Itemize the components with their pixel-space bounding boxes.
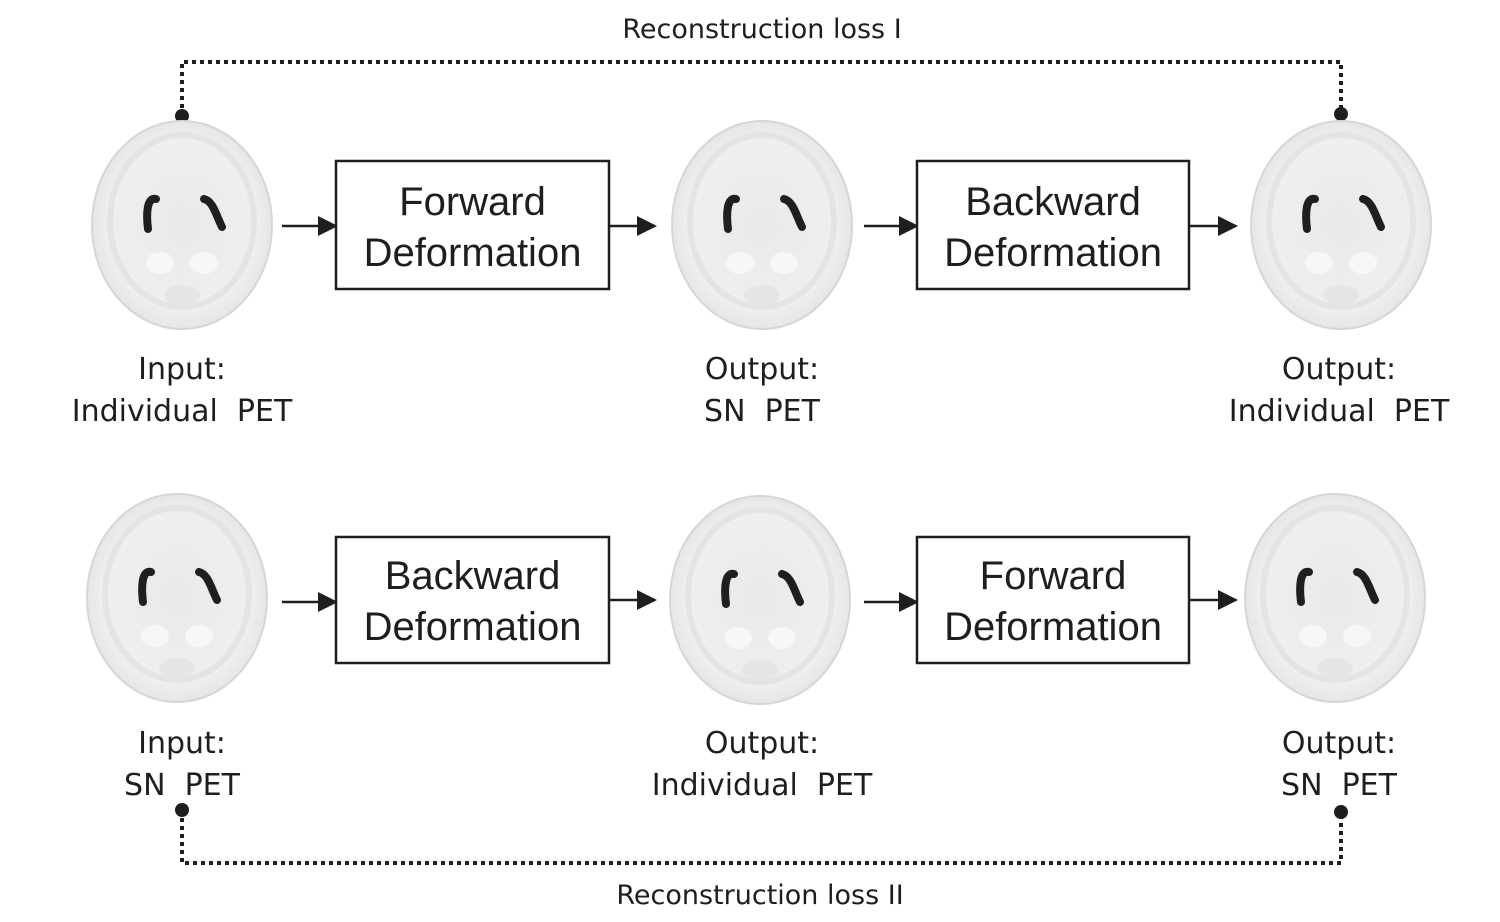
bottom-input-caption-line2: SN PET (124, 768, 241, 803)
connector-dot (1334, 107, 1348, 121)
bottom-input-brain-image (87, 494, 267, 702)
block-label-line2: Deformation (944, 605, 1162, 649)
connector-dot (1334, 805, 1348, 819)
reconstruction-loss-2-connector (175, 803, 1348, 865)
bottom-middle-caption-line1: Output: (705, 726, 819, 761)
reconstruction-loss-2-label: Reconstruction loss II (616, 880, 903, 911)
top-output-caption-line1: Output: (1282, 352, 1396, 387)
block-label-line1: Backward (965, 180, 1141, 224)
block-label-line1: Backward (385, 554, 561, 598)
top-middle-caption-line2: SN PET (704, 394, 821, 429)
block-label-line2: Deformation (364, 231, 582, 275)
top-input-brain-image (92, 121, 272, 329)
bottom-output-caption-line2: SN PET (1281, 768, 1398, 803)
bottom-forward-deformation-block: Forward Deformation (915, 535, 1191, 665)
bottom-output-caption-line1: Output: (1282, 726, 1396, 761)
bottom-output-brain-image (1245, 494, 1425, 702)
block-label-line1: Forward (980, 554, 1127, 598)
top-output-brain-image (1251, 121, 1431, 329)
bottom-middle-caption-line2: Individual PET (652, 768, 873, 803)
block-label-line2: Deformation (944, 231, 1162, 275)
bottom-middle-brain-image (670, 496, 850, 704)
top-output-caption-line2: Individual PET (1229, 394, 1450, 429)
block-label-line1: Forward (399, 180, 546, 224)
block-label-line2: Deformation (364, 605, 582, 649)
reconstruction-loss-1-connector (175, 60, 1348, 123)
top-backward-deformation-block: Backward Deformation (915, 159, 1191, 291)
top-input-caption-line1: Input: (138, 352, 226, 387)
top-middle-brain-image (672, 121, 852, 329)
bottom-backward-deformation-block: Backward Deformation (334, 535, 611, 665)
bottom-input-caption-line1: Input: (138, 726, 226, 761)
top-input-caption-line2: Individual PET (72, 394, 293, 429)
connector-dot (175, 803, 189, 817)
connector-dot (175, 109, 189, 123)
reconstruction-loss-1-label: Reconstruction loss I (622, 14, 901, 45)
top-middle-caption-line1: Output: (705, 352, 819, 387)
top-forward-deformation-block: Forward Deformation (334, 159, 611, 291)
